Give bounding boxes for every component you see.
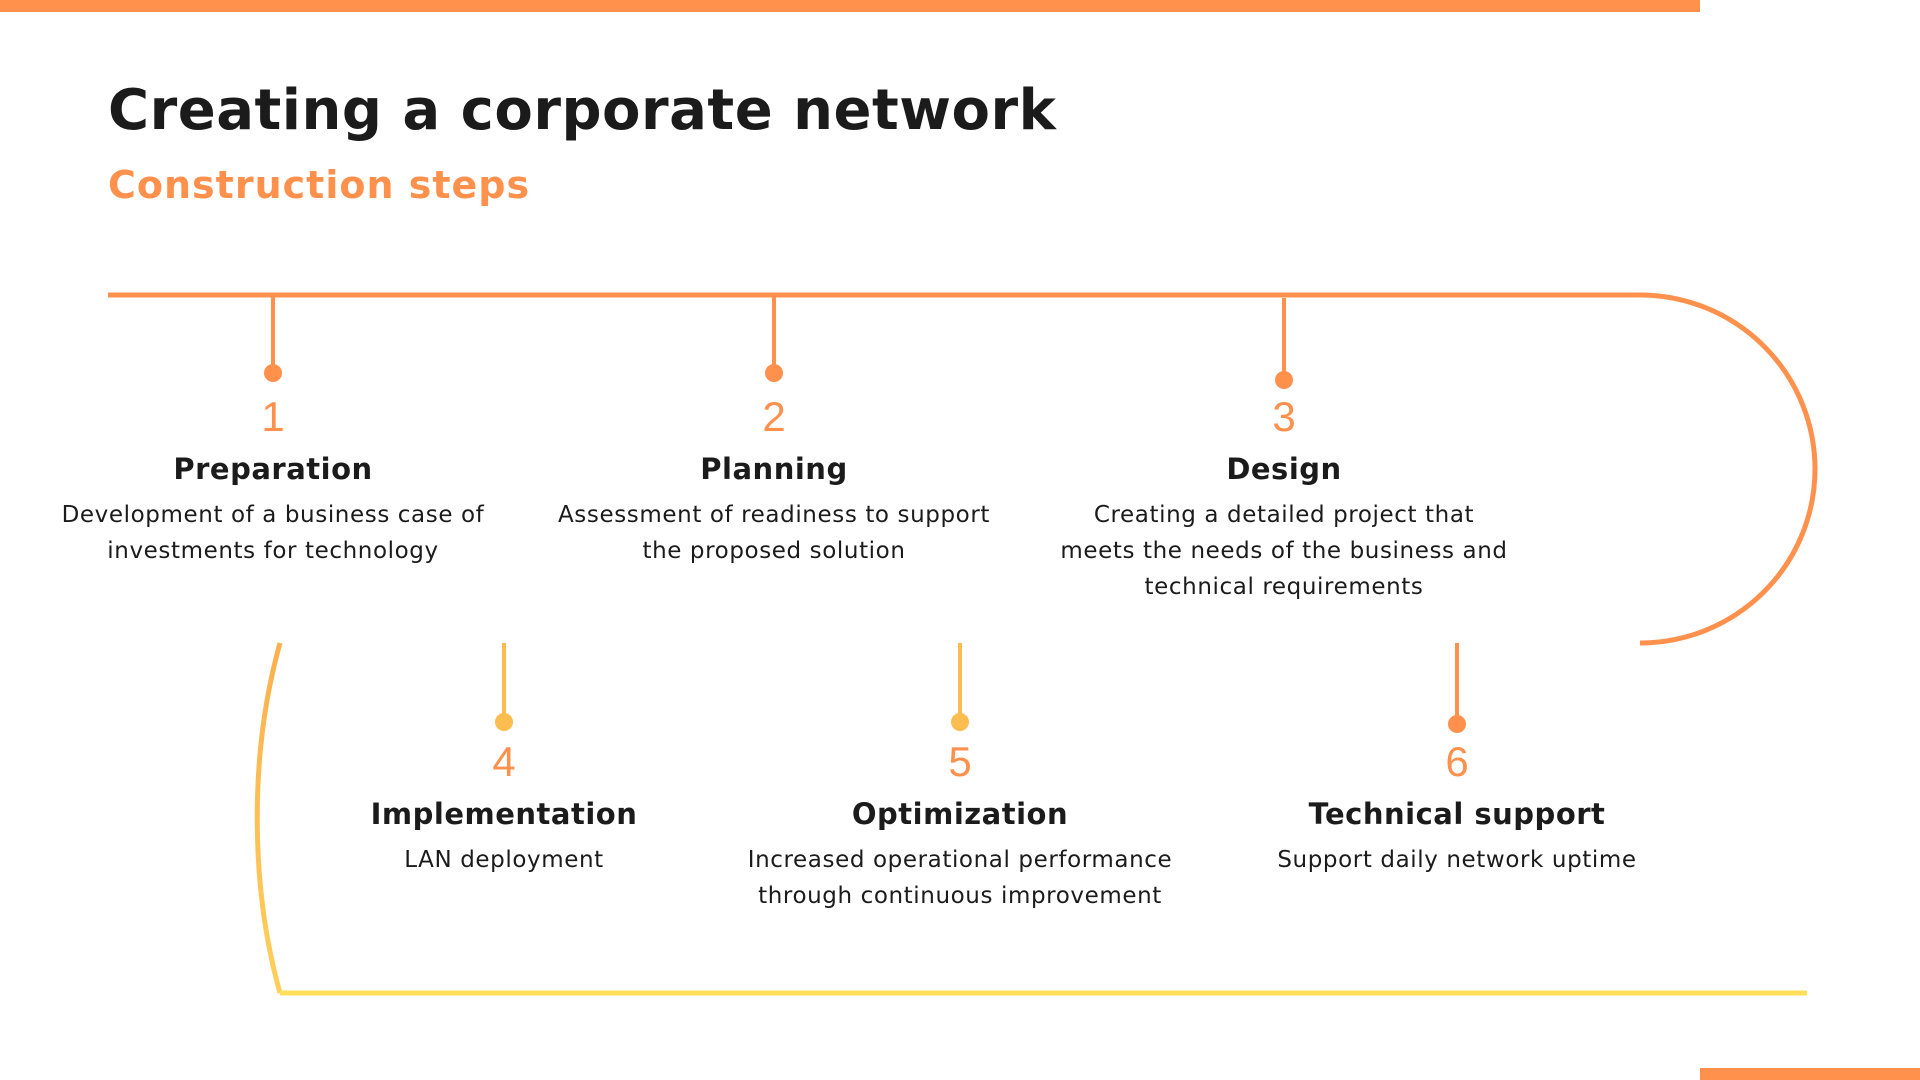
step-3: 3 Design Creating a detailed project tha…: [1044, 393, 1524, 605]
step-description: LAN deployment: [264, 842, 744, 878]
step-name: Implementation: [370, 797, 638, 831]
step-description-line: LAN deployment: [404, 847, 604, 873]
step-4-dot: [495, 713, 513, 731]
step-number: 1: [261, 393, 285, 440]
step-name: Optimization: [851, 797, 1069, 831]
step-3-connector: [1275, 298, 1293, 389]
step-name: Technical support: [1308, 797, 1606, 831]
top-accent-bar: [0, 0, 1700, 12]
step-description: Increased operational performance throug…: [720, 842, 1200, 914]
step-name: Planning: [700, 452, 848, 486]
step-number: 4: [492, 738, 516, 785]
step-name: Preparation: [173, 452, 373, 486]
step-4-connector: [495, 643, 513, 731]
step-description-line: the proposed solution: [642, 538, 906, 564]
step-number: 6: [1445, 738, 1469, 785]
timeline-arc-right: [1639, 292, 1818, 646]
step-name: Design: [1226, 452, 1342, 486]
step-1: 1 Preparation Development of a business …: [33, 393, 513, 569]
step-4: 4 Implementation LAN deployment: [264, 738, 744, 878]
step-description-line: technical requirements: [1144, 574, 1424, 600]
step-description-line: meets the needs of the business and: [1060, 538, 1508, 564]
step-description: Support daily network uptime: [1217, 842, 1697, 878]
step-description-line: Support daily network uptime: [1277, 847, 1637, 873]
step-description: Development of a business case of invest…: [33, 497, 513, 569]
page-subtitle: Construction steps: [108, 163, 531, 207]
step-5-connector: [951, 643, 969, 731]
step-number: 2: [762, 393, 786, 440]
step-3-dot: [1275, 371, 1293, 389]
step-5-dot: [951, 713, 969, 731]
step-2-connector: [765, 295, 783, 382]
step-description-line: Assessment of readiness to support: [557, 502, 991, 528]
step-1-dot: [264, 364, 282, 382]
step-description-line: through continuous improvement: [758, 883, 1162, 909]
bottom-accent-bar: [1700, 1068, 1920, 1080]
step-number: 3: [1272, 393, 1296, 440]
step-5: 5 Optimization Increased operational per…: [720, 738, 1200, 914]
step-description-line: Increased operational performance: [747, 847, 1173, 873]
step-description-line: Creating a detailed project that: [1093, 502, 1475, 528]
step-2-dot: [765, 364, 783, 382]
step-2: 2 Planning Assessment of readiness to su…: [534, 393, 1014, 569]
step-6-connector: [1448, 643, 1466, 733]
step-1-connector: [264, 295, 282, 382]
step-description-line: investments for technology: [107, 538, 439, 564]
step-description: Assessment of readiness to support the p…: [534, 497, 1014, 569]
step-description: Creating a detailed project that meets t…: [1044, 497, 1524, 605]
step-description-line: Development of a business case of: [61, 502, 485, 528]
step-6: 6 Technical support Support daily networ…: [1217, 738, 1697, 878]
timeline-arc-left: [254, 642, 283, 994]
step-6-dot: [1448, 715, 1466, 733]
step-number: 5: [948, 738, 972, 785]
page-title: Creating a corporate network: [108, 78, 1057, 143]
